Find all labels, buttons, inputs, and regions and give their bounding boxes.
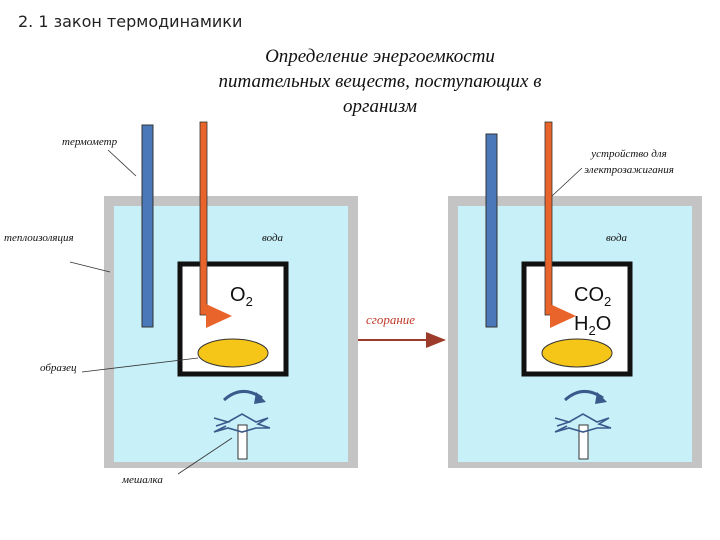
igniter-label-line-2: электрозажигания xyxy=(584,164,674,176)
combustion-label: сгорание xyxy=(366,312,416,327)
co2-formula: CO2 xyxy=(574,284,611,313)
slide-header: 2. 1 закон термодинамики xyxy=(18,12,243,31)
left-sample xyxy=(197,338,269,368)
left-stirrer-blades-icon xyxy=(213,413,271,433)
h2o-o: O xyxy=(595,313,612,335)
insulation-label: теплоизоляция xyxy=(4,232,74,244)
left-stirrer xyxy=(213,390,271,460)
products-formula: CO2 H2O xyxy=(574,284,611,342)
right-igniter-rod xyxy=(544,121,553,316)
left-stirrer-shaft xyxy=(237,424,248,460)
right-rotation-arrowhead xyxy=(595,392,607,404)
igniter-label-line-1: устройство для xyxy=(591,148,667,160)
sample-label: образец xyxy=(40,362,77,374)
thermometer-leader xyxy=(107,149,137,177)
insulation-leader xyxy=(69,261,111,273)
right-stirrer-shaft xyxy=(578,424,589,460)
h2o-subscript: 2 xyxy=(588,323,596,338)
title-line-1: Определение энергоемкости xyxy=(265,46,495,67)
right-calorimeter xyxy=(448,121,702,468)
thermometer-label: термометр xyxy=(62,136,118,148)
oxygen-formula: O2 xyxy=(230,284,253,313)
co2-subscript: 2 xyxy=(604,294,612,309)
left-thermometer xyxy=(141,124,154,328)
right-stirrer-blades-icon xyxy=(554,413,612,433)
right-stirrer xyxy=(554,390,612,460)
stirrer-label: мешалка xyxy=(122,474,163,486)
water-label-right: вода xyxy=(606,232,628,244)
slide-title: Определение энергоемкости питательных ве… xyxy=(130,44,630,119)
title-line-3: организм xyxy=(343,96,417,117)
left-igniter-tip xyxy=(206,304,232,328)
igniter-label: устройство для электрозажигания xyxy=(566,146,692,178)
h2o-h: H xyxy=(574,313,589,335)
sample-leader xyxy=(81,357,199,373)
stirrer-leader xyxy=(177,437,233,475)
co2-symbol: CO xyxy=(574,284,604,306)
left-igniter-rod xyxy=(199,121,208,316)
right-thermometer xyxy=(485,133,498,328)
right-igniter-tip xyxy=(550,304,576,328)
right-sample xyxy=(541,338,613,368)
left-calorimeter xyxy=(104,121,358,468)
h2o-formula: H2O xyxy=(574,313,611,342)
oxygen-symbol: O xyxy=(230,284,246,306)
water-label-left: вода xyxy=(262,232,284,244)
igniter-leader xyxy=(551,167,583,197)
oxygen-subscript: 2 xyxy=(245,294,253,309)
left-rotation-arrowhead xyxy=(254,392,266,404)
title-line-2: питательных веществ, поступающих в xyxy=(218,71,542,92)
